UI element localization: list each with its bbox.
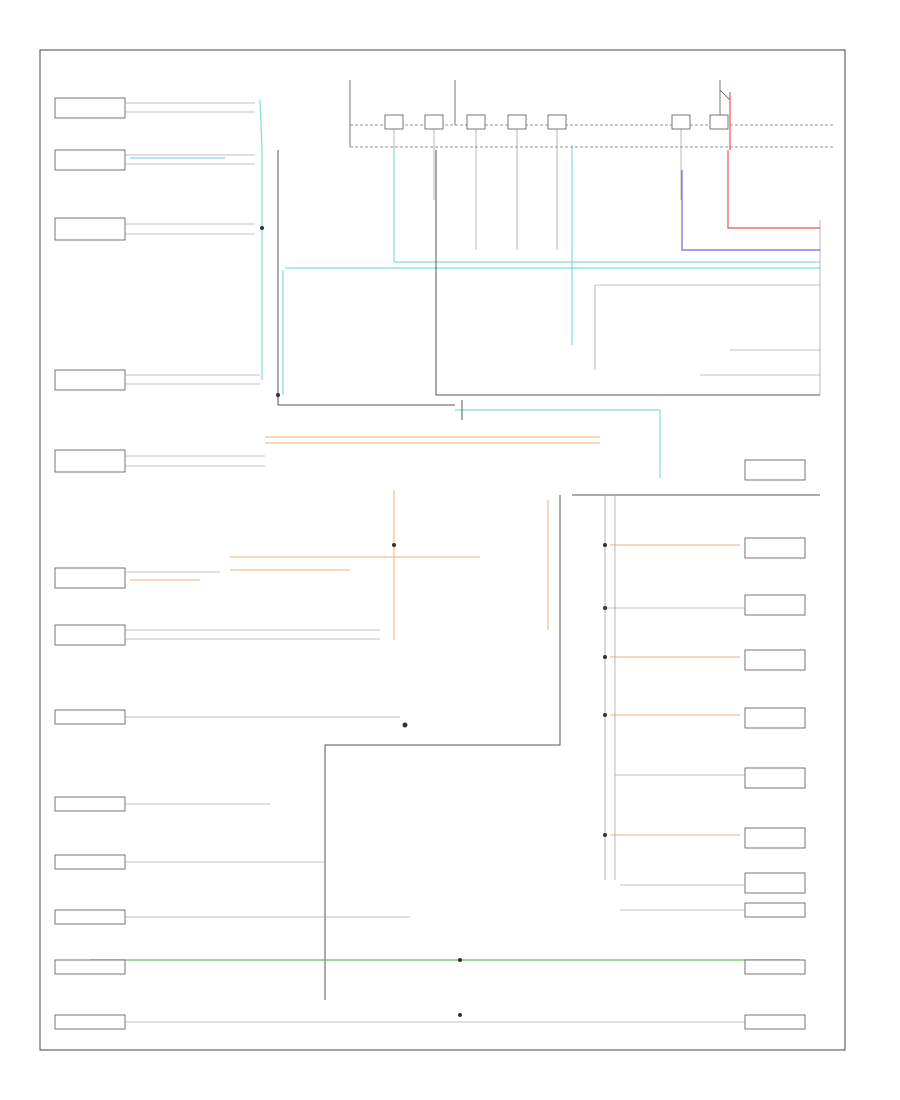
- splice-nodes: [260, 226, 607, 1017]
- right-connectors: [744, 459, 806, 1030]
- trunk-wires: [277, 150, 820, 1000]
- left-connector-wires: [125, 102, 800, 1023]
- cyan-wires: [130, 99, 820, 478]
- power-wires: [681, 92, 820, 251]
- left-connectors: [54, 97, 126, 1030]
- diagram-border: [39, 49, 846, 1051]
- orange-wires: [130, 436, 740, 836]
- fuse-block: [349, 80, 835, 148]
- right-bus: [594, 220, 821, 911]
